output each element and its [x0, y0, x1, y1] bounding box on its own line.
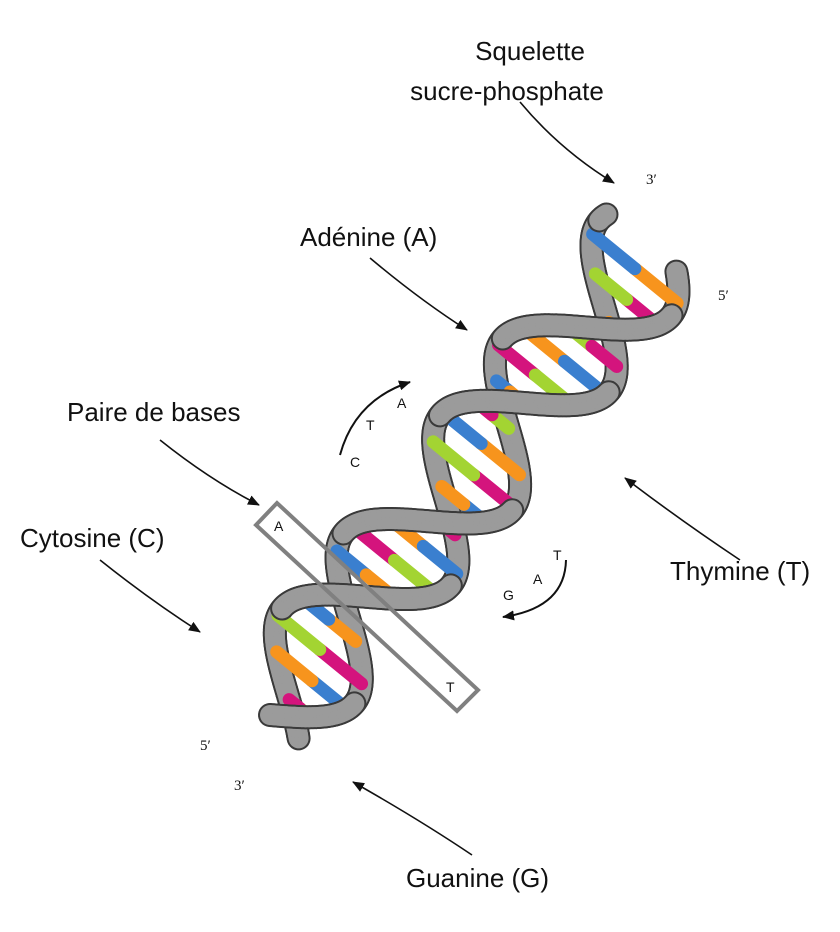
- end-label-top-5prime: 5′: [718, 288, 729, 304]
- label-backbone-line1: Squelette: [475, 36, 585, 66]
- adenine-base-half: [588, 267, 634, 306]
- lower-arrow-g: G: [503, 587, 514, 603]
- label-base-pair: Paire de bases: [67, 397, 240, 427]
- thymine-base-half: [585, 339, 624, 373]
- label-thymine: Thymine (T): [670, 556, 810, 586]
- upper-arrow-c: C: [350, 454, 360, 470]
- pointer-backbone: [519, 101, 615, 184]
- base-pairs-group: [270, 227, 684, 724]
- cytosine-base-half: [416, 539, 464, 581]
- pointer-thymine: [624, 477, 741, 561]
- lower-curved-arrow: T A G: [502, 547, 567, 621]
- backbone-segment: [594, 204, 617, 226]
- label-backbone-line2: sucre-phosphate: [410, 76, 604, 106]
- pointer-adenine: [369, 257, 468, 331]
- guanine-base-half: [435, 479, 471, 511]
- adenine-base-half: [426, 435, 481, 482]
- upper-arrow-t: T: [366, 417, 375, 433]
- label-guanine: Guanine (G): [406, 863, 549, 893]
- base-pair-box: [253, 500, 481, 714]
- upper-arrow-a: A: [397, 395, 407, 411]
- lower-arrow-a: A: [533, 571, 543, 587]
- backbone-segment: [597, 382, 619, 404]
- backbone-segment: [439, 575, 461, 598]
- thymine-base-half: [313, 643, 369, 691]
- backbone-segment: [666, 261, 687, 286]
- label-cytosine: Cytosine (C): [20, 523, 164, 553]
- backbone-segment: [500, 500, 523, 522]
- label-adenine: Adénine (A): [300, 222, 437, 252]
- cytosine-base-half: [586, 227, 642, 276]
- pointer-guanine: [352, 781, 473, 856]
- adenine-base-half: [271, 608, 327, 657]
- guanine-base-half: [270, 645, 319, 688]
- base-pair-highlight: A T: [253, 500, 481, 714]
- end-label-top-3prime: 3′: [646, 172, 657, 188]
- lower-arrow-t: T: [553, 547, 562, 563]
- backbone-segment: [342, 693, 365, 716]
- pointer-cytosine: [99, 559, 201, 633]
- backbone-front-strand: [258, 202, 684, 730]
- backbone-segment: [660, 305, 682, 328]
- end-label-bottom-3prime: 3′: [234, 778, 245, 794]
- guanine-base-half: [628, 262, 684, 310]
- pointer-base-pair: [159, 439, 260, 506]
- end-label-bottom-5prime: 5′: [200, 738, 211, 754]
- guanine-base-half: [474, 436, 526, 482]
- pair-box-a: A: [274, 518, 284, 534]
- pair-box-t: T: [446, 679, 455, 695]
- upper-curved-arrow: C T A: [339, 380, 411, 470]
